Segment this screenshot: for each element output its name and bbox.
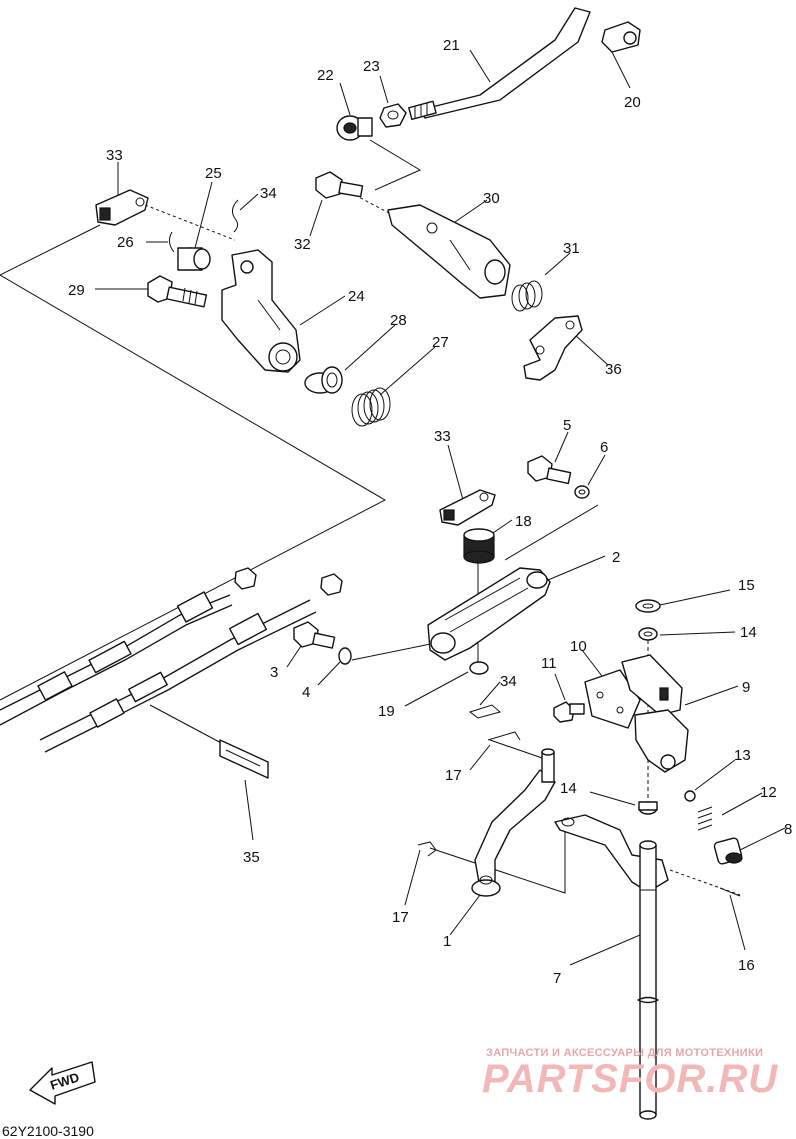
watermark: ЗАПЧАСТИ И АКСЕССУАРЫ ДЛЯ МОТОТЕХНИКИ PA…	[482, 1047, 778, 1101]
part-28-bushing	[304, 366, 343, 394]
callout-33-lower: 33	[434, 428, 451, 445]
callout-8: 8	[784, 821, 792, 838]
part-35-cables	[0, 591, 317, 753]
part-24-lever	[221, 249, 301, 373]
part-8-plug	[713, 837, 743, 865]
callout-20: 20	[624, 94, 641, 111]
part-18-collar	[463, 528, 495, 564]
callout-18: 18	[515, 513, 532, 530]
part-2-link	[427, 567, 551, 661]
part-27-spring	[351, 387, 391, 427]
part-34-pin	[232, 199, 239, 233]
part-23-nut	[379, 103, 407, 128]
callout-2: 2	[612, 549, 620, 566]
watermark-logo: PARTSFOR.RU	[482, 1057, 778, 1101]
callout-28: 28	[390, 312, 407, 329]
callout-26: 26	[117, 234, 134, 251]
part-22-grommet	[336, 115, 373, 141]
part-26-pin	[168, 231, 175, 253]
part-5-bolt	[527, 455, 572, 485]
callout-29: 29	[68, 282, 85, 299]
part-10-plate	[584, 669, 641, 729]
part-9-bracket	[621, 654, 689, 773]
part-7-shift-shaft	[554, 814, 669, 1120]
part-32-bolt	[315, 171, 364, 199]
part-11-bolt	[553, 701, 585, 723]
callout-9: 9	[742, 679, 750, 696]
part-19-washer	[469, 661, 489, 675]
part-6-washer	[574, 485, 590, 499]
callout-17-lower: 17	[392, 909, 409, 926]
callout-35: 35	[243, 849, 260, 866]
callout-23: 23	[363, 58, 380, 75]
callout-15: 15	[738, 577, 755, 594]
part-36-bracket	[523, 315, 583, 381]
callout-14-lower: 14	[560, 780, 577, 797]
part-33-lower-bracket	[439, 489, 496, 526]
callout-19: 19	[378, 703, 395, 720]
callout-4: 4	[302, 684, 310, 701]
callout-1: 1	[443, 933, 451, 950]
part-21-shift-rod	[408, 7, 591, 121]
part-13-ball	[684, 790, 696, 802]
part-15-washer	[635, 599, 661, 613]
callout-16: 16	[738, 957, 755, 974]
callout-11: 11	[541, 655, 557, 672]
callout-33-upper: 33	[106, 147, 123, 164]
callout-6: 6	[600, 439, 608, 456]
part-30-bracket	[387, 204, 511, 299]
callout-14-upper: 14	[740, 624, 757, 641]
callout-27: 27	[432, 334, 449, 351]
diagram-code: 62Y2100-3190	[2, 1123, 94, 1139]
fwd-arrow-icon: FWD	[29, 1061, 96, 1105]
part-1-shift-arm	[471, 748, 556, 897]
leader-lines	[0, 49, 786, 966]
callout-3: 3	[270, 664, 278, 681]
part-20-clip	[601, 21, 641, 53]
part-25-collar	[177, 247, 211, 271]
cable-nuts	[234, 567, 343, 596]
callout-21: 21	[443, 37, 460, 54]
watermark-tagline: ЗАПЧАСТИ И АКСЕССУАРЫ ДЛЯ МОТОТЕХНИКИ	[486, 1047, 763, 1059]
part-16-pin	[719, 887, 741, 897]
callout-22: 22	[317, 67, 334, 84]
part-17-pin	[417, 841, 437, 857]
part-33-bracket	[95, 189, 149, 226]
part-14-lower-bushing	[638, 801, 658, 815]
callout-labels: 1 2 3 4 5 6 7 8 9 10 11 12 13 14 14 15 1…	[68, 37, 792, 987]
callout-24: 24	[348, 288, 365, 305]
part-31-spring	[511, 280, 543, 312]
part-3-bolt	[293, 621, 336, 649]
callout-12: 12	[760, 784, 777, 801]
part-34-lower-pin	[468, 704, 521, 741]
part-14-bushing	[638, 627, 658, 641]
callout-31: 31	[563, 240, 580, 257]
callout-25: 25	[205, 165, 222, 182]
callout-34-lower: 34	[500, 673, 517, 690]
callout-13: 13	[734, 747, 751, 764]
callout-30: 30	[483, 190, 500, 207]
part-4-washer	[338, 647, 352, 665]
part-12-spring	[697, 806, 713, 831]
part-29-bolt	[147, 275, 208, 308]
callout-5: 5	[563, 417, 571, 434]
callout-10: 10	[570, 638, 587, 655]
callout-17-upper: 17	[445, 767, 462, 784]
part-35-label	[219, 739, 269, 779]
callout-7: 7	[553, 970, 561, 987]
callout-32: 32	[294, 236, 311, 253]
callout-36: 36	[605, 361, 622, 378]
callout-34-upper: 34	[260, 185, 277, 202]
